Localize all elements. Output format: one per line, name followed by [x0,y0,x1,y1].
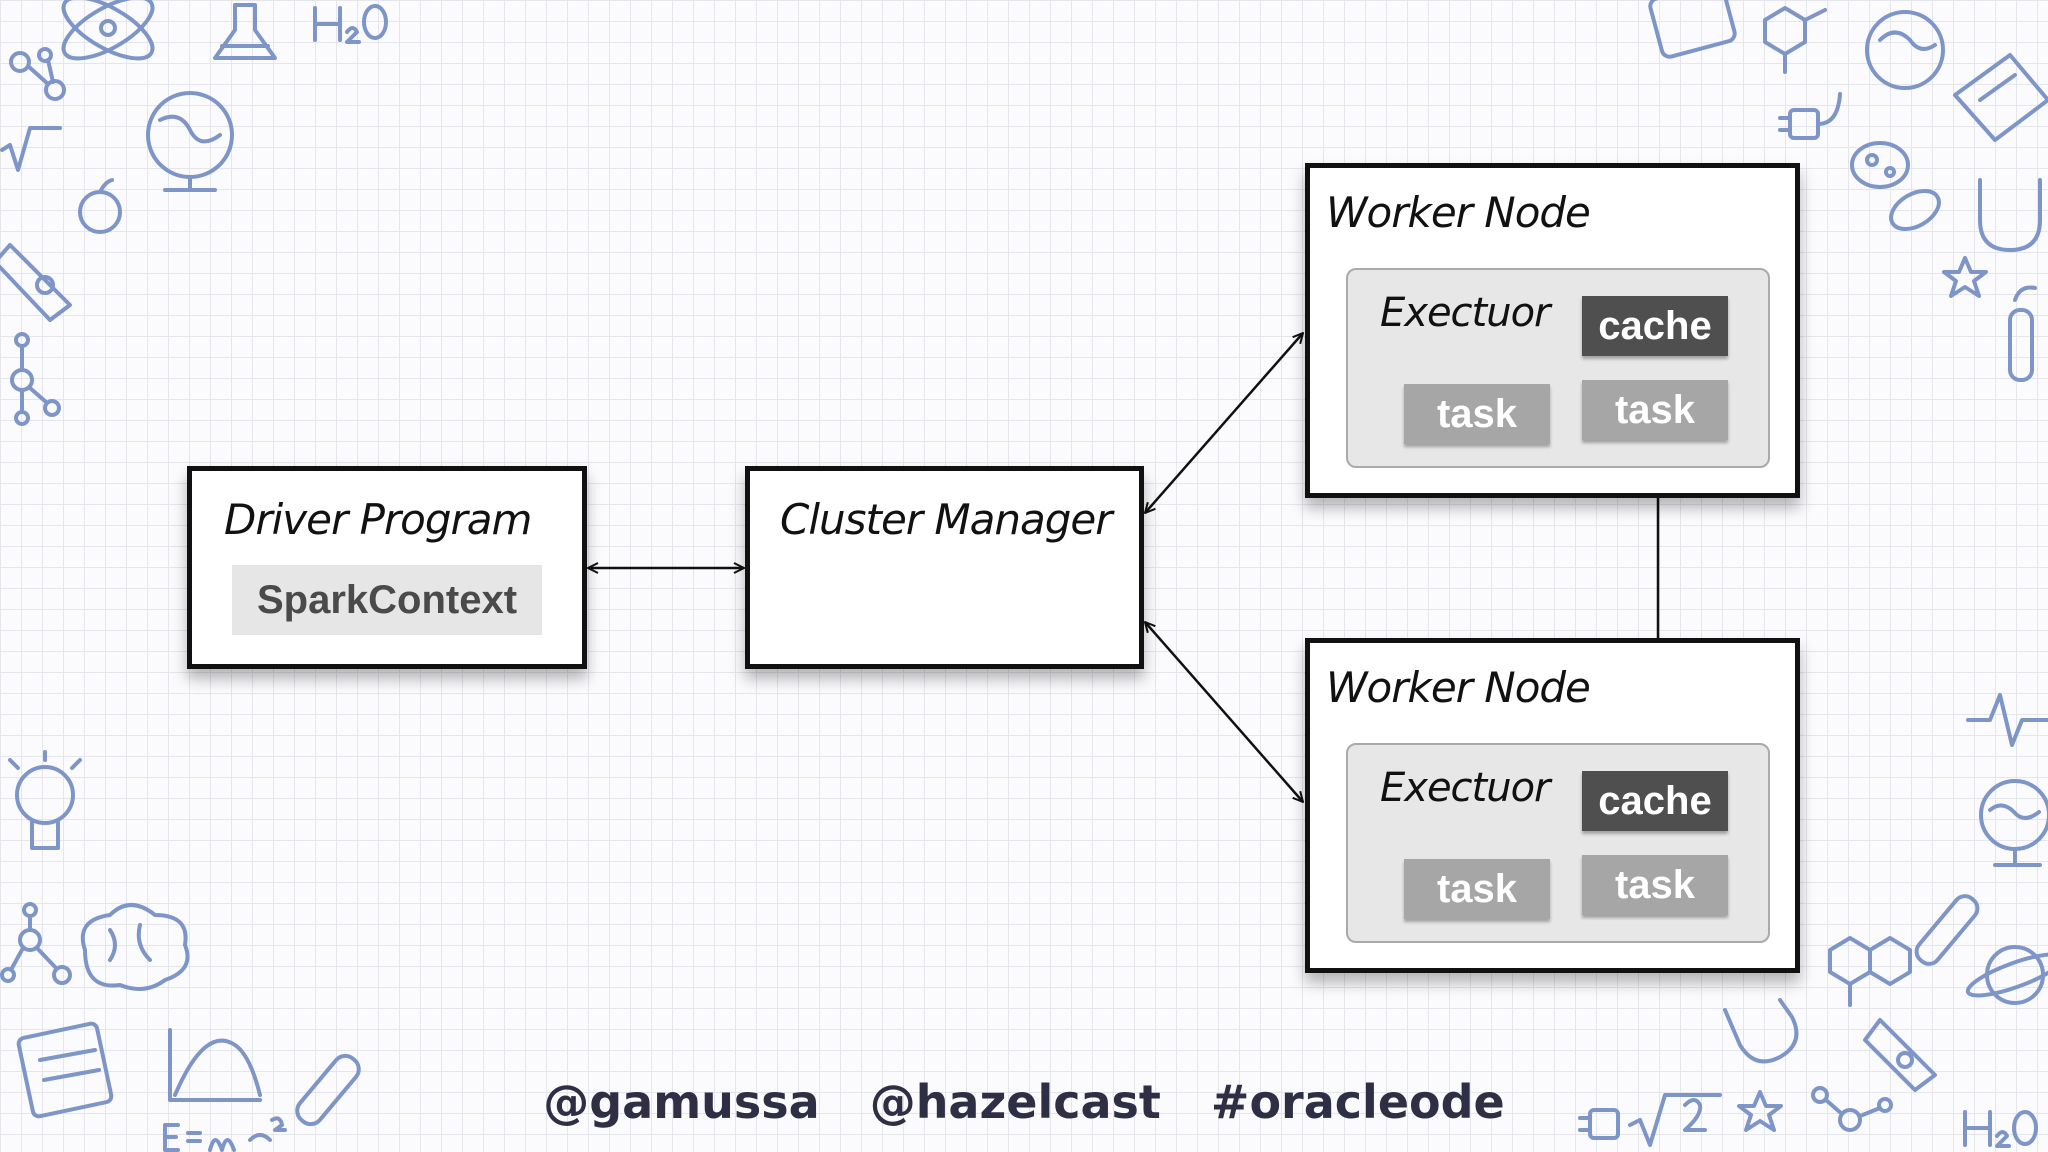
footer-handles: @gamussa @hazelcast #oracleode [0,1075,2048,1135]
planet-icon [1965,945,2048,1005]
arrow-cluster-worker-1 [1145,333,1303,513]
test-tube-icon [2008,285,2037,382]
hashtag-oraclecode: #oracleode [1210,1075,1505,1129]
driver-program-title: Driver Program [224,495,532,544]
molecule-icon [1811,1086,1893,1132]
task-chip: task [1404,384,1550,444]
molecule-icon [1763,6,1827,74]
test-tube-icon [295,1053,361,1127]
equation-icon [163,1116,287,1152]
globe-icon [1979,779,2048,867]
flask-icon [213,3,277,60]
driver-program-box: Driver Program SparkContext [187,466,587,669]
book-icon [1953,53,2048,142]
magnet-icon [1723,998,1799,1064]
handle-hazelcast: @hazelcast [869,1075,1161,1129]
task-chip: task [1404,859,1550,919]
worker-node-title: Worker Node [1326,188,1591,237]
calculator-icon [16,1021,114,1119]
task-chip: task [1582,380,1728,440]
molecule-icon [10,332,61,426]
cache-chip: cache [1582,771,1728,831]
worker-node-title: Worker Node [1326,663,1591,712]
apple-icon [78,178,122,234]
plug-icon [1578,1108,1620,1140]
globe-icon [1865,10,1945,90]
executor-panel: Exectuor cache task task [1346,268,1770,468]
star-icon [1737,1090,1783,1132]
molecule-icon [9,47,66,101]
bacteria-icon [1850,141,1941,231]
sqrt-icon [1628,1093,1722,1147]
worker-node-box: Worker Node Exectuor cache task task [1305,163,1800,498]
cache-chip: cache [1582,296,1728,356]
executor-label: Exectuor [1380,765,1550,811]
sqrt-icon [0,126,62,172]
atom-icon [61,0,155,61]
star-icon [1942,256,1988,298]
spark-context-label: SparkContext [232,565,542,635]
pulse-icon [1966,693,2048,747]
task-chip: task [1582,855,1728,915]
globe-icon [146,91,234,192]
brain-icon [80,903,190,991]
chart-icon [168,1028,262,1102]
executor-panel: Exectuor cache task task [1346,743,1770,943]
calculator-icon [1648,0,1737,59]
magnet-icon [1978,178,2042,252]
molecule-icon [0,902,72,985]
handle-gamussa: @gamussa [543,1075,820,1129]
rocket-icon [1863,1018,1937,1092]
lightbulb-icon [8,750,82,850]
cluster-manager-title: Cluster Manager [780,495,1113,544]
test-tube-icon [1914,894,1980,966]
executor-label: Exectuor [1380,290,1550,336]
cluster-manager-box: Cluster Manager [745,466,1144,669]
plug-icon [1778,92,1842,140]
rocket-icon [0,243,72,322]
h2o-icon [313,4,2038,1148]
worker-node-box: Worker Node Exectuor cache task task [1305,638,1800,973]
molecule-icon [1828,936,1912,1007]
arrow-cluster-worker-2 [1145,622,1303,802]
